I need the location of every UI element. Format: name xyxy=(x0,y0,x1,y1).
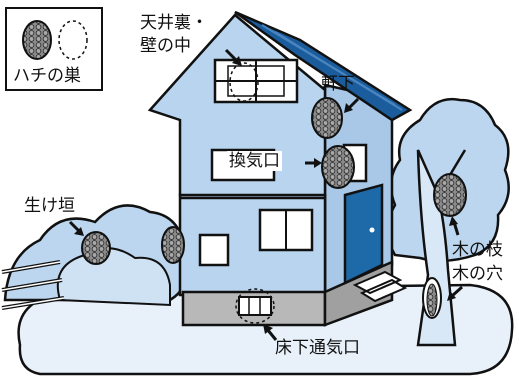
underfloor-nest-hidden xyxy=(235,288,275,324)
tree xyxy=(386,97,510,347)
lower-window-left xyxy=(198,233,230,267)
legend-label: ハチの巣 xyxy=(13,66,81,86)
label-attic: 天井裏・ xyxy=(140,13,208,33)
label-hedge: 生け垣 xyxy=(24,196,75,216)
label-underfloor: 床下通気口 xyxy=(275,338,360,358)
house-roof xyxy=(234,10,413,122)
label-attic-wall: 壁の中 xyxy=(140,36,191,56)
attic-nest-hidden xyxy=(229,62,259,102)
label-hollow: 木の穴 xyxy=(452,264,503,284)
legend-nest-icon xyxy=(22,20,52,60)
branch-nest xyxy=(433,173,467,217)
arrows xyxy=(68,48,464,341)
house-steps xyxy=(352,270,408,303)
eaves-nest xyxy=(311,97,343,139)
legend xyxy=(5,7,103,91)
underfloor-vent xyxy=(238,296,272,316)
tree-hollow-nest xyxy=(426,283,438,317)
legend-hidden-nest-icon xyxy=(58,20,88,60)
hedge-nest xyxy=(81,231,111,265)
label-vent: 換気口 xyxy=(227,151,282,171)
house-door xyxy=(343,183,384,285)
vent-nest xyxy=(321,145,355,189)
wall-side-nest xyxy=(161,226,185,264)
label-eaves: 軒下 xyxy=(321,74,355,94)
label-branch: 木の枝 xyxy=(452,240,503,260)
